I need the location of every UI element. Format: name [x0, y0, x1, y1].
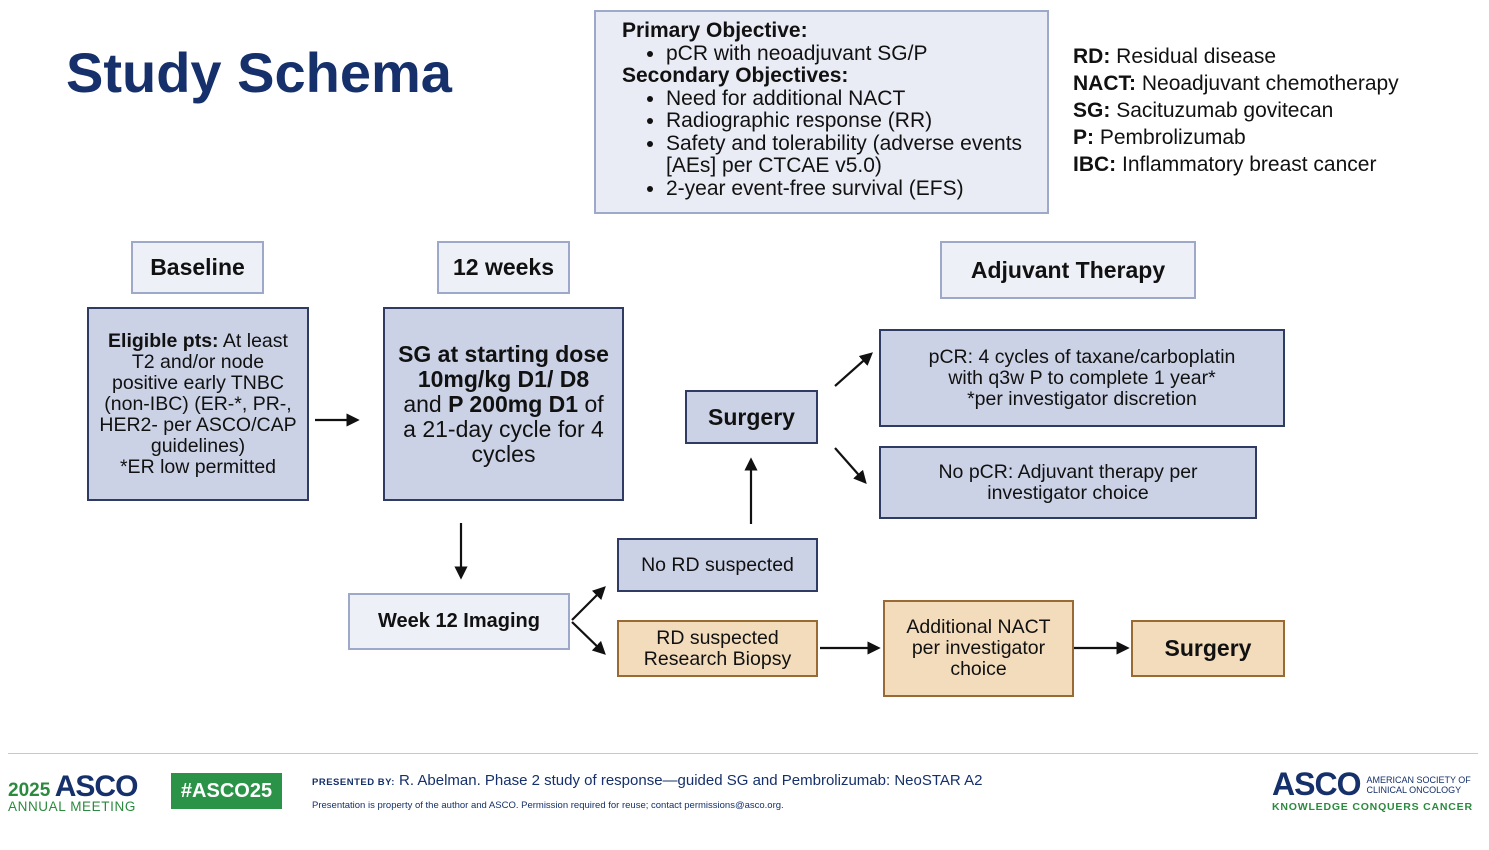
- pcr-text: pCR: 4 cycles of taxane/carboplatin with…: [928, 345, 1236, 389]
- no-pcr-box: No pCR: Adjuvant therapy per investigato…: [879, 446, 1257, 519]
- presenter-text: R. Abelman. Phase 2 study of response—gu…: [399, 772, 983, 789]
- abbreviation-key: IBC:: [1073, 153, 1117, 176]
- treatment-schedule: of a 21-day cycle for 4 cycles: [403, 390, 604, 467]
- rd-suspected-box: RD suspected Research Biopsy: [617, 620, 818, 677]
- asco-tagline: KNOWLEDGE CONQUERS CANCER: [1272, 801, 1473, 813]
- abbreviation-value: Pembrolizumab: [1099, 126, 1246, 149]
- abbreviation-row: RD: Residual disease: [1073, 43, 1399, 70]
- twelve-weeks-header: 12 weeks: [437, 241, 570, 294]
- arrow-imaging-to-no-rd: [571, 586, 606, 621]
- presenter-line: PRESENTED BY: R. Abelman. Phase 2 study …: [312, 772, 982, 789]
- society-name-line: AMERICAN SOCIETY OF: [1366, 774, 1471, 785]
- primary-objective-heading: Primary Objective:: [622, 19, 808, 42]
- treatment-text: SG at starting dose 10mg/kg D1/ D8 and P…: [397, 340, 610, 467]
- adjuvant-therapy-header: Adjuvant Therapy: [940, 241, 1196, 299]
- objectives-box: Primary Objective: pCR with neoadjuvant …: [594, 10, 1049, 214]
- arrow-imaging-to-rd: [571, 621, 606, 655]
- week-12-imaging-box: Week 12 Imaging: [348, 593, 570, 650]
- treatment-sg-dose: SG at starting dose 10mg/kg D1/ D8: [398, 340, 609, 392]
- presented-by-label: PRESENTED BY:: [312, 777, 395, 788]
- final-surgery-box: Surgery: [1131, 620, 1285, 677]
- abbreviation-value: Neoadjuvant chemotherapy: [1141, 72, 1399, 95]
- primary-objective-list: pCR with neoadjuvant SG/P: [622, 42, 1029, 66]
- abbreviation-row: IBC: Inflammatory breast cancer: [1073, 151, 1399, 178]
- eligibility-criteria: At least T2 and/or node positive early T…: [99, 329, 297, 457]
- baseline-header: Baseline: [131, 241, 264, 294]
- abbreviation-row: P: Pembrolizumab: [1073, 124, 1399, 151]
- primary-objective-item: pCR with neoadjuvant SG/P: [666, 42, 1029, 66]
- pcr-box: pCR: 4 cycles of taxane/carboplatin with…: [879, 329, 1285, 427]
- hashtag-badge: #ASCO25: [171, 773, 282, 809]
- copyright-notice: Presentation is property of the author a…: [312, 800, 784, 811]
- arrow-surgery-to-no-pcr: [834, 447, 867, 484]
- treatment-box: SG at starting dose 10mg/kg D1/ D8 and P…: [383, 307, 624, 501]
- pcr-note: *per investigator discretion: [967, 387, 1197, 410]
- eligibility-box: Eligible pts: At least T2 and/or node po…: [87, 307, 309, 501]
- abbreviation-value: Inflammatory breast cancer: [1122, 153, 1377, 176]
- additional-nact-box: Additional NACT per investigator choice: [883, 600, 1074, 697]
- abbreviations-legend: RD: Residual disease NACT: Neoadjuvant c…: [1073, 43, 1399, 178]
- secondary-objective-item: Radiographic response (RR): [666, 109, 1029, 133]
- secondary-objective-item: Safety and tolerability (adverse events …: [666, 132, 1029, 178]
- meeting-subtitle: ANNUAL MEETING: [8, 799, 136, 814]
- abbreviation-value: Residual disease: [1116, 45, 1277, 68]
- surgery-box: Surgery: [685, 390, 818, 444]
- abbreviation-row: NACT: Neoadjuvant chemotherapy: [1073, 70, 1399, 97]
- eligibility-note: *ER low permitted: [119, 455, 277, 478]
- abbreviation-key: RD:: [1073, 45, 1111, 68]
- treatment-p-dose: P 200mg D1: [448, 390, 579, 417]
- eligibility-text: Eligible pts: At least T2 and/or node po…: [99, 329, 297, 457]
- asco-wordmark: ASCO: [1272, 766, 1361, 802]
- society-name-line: CLINICAL ONCOLOGY: [1366, 784, 1462, 795]
- secondary-objectives-list: Need for additional NACT Radiographic re…: [622, 87, 1029, 201]
- abbreviation-key: NACT:: [1073, 72, 1136, 95]
- meeting-asco-wordmark: ASCO: [54, 770, 139, 803]
- asco-society-logo: ASCO AMERICAN SOCIETY OF CLINICAL ONCOLO…: [1272, 766, 1473, 813]
- eligibility-label: Eligible pts:: [108, 329, 219, 352]
- meeting-year: 2025: [8, 780, 51, 801]
- arrow-surgery-to-pcr: [834, 352, 873, 387]
- annual-meeting-logo: 2025 ASCO ANNUAL MEETING: [8, 770, 139, 814]
- abbreviation-key: P:: [1073, 126, 1094, 149]
- footer-divider: [8, 753, 1478, 754]
- secondary-objective-item: 2-year event-free survival (EFS): [666, 177, 1029, 201]
- abbreviation-row: SG: Sacituzumab govitecan: [1073, 97, 1399, 124]
- secondary-objectives-heading: Secondary Objectives:: [622, 64, 849, 87]
- abbreviation-value: Sacituzumab govitecan: [1116, 99, 1334, 122]
- no-rd-suspected-box: No RD suspected: [617, 538, 818, 592]
- abbreviation-key: SG:: [1073, 99, 1111, 122]
- secondary-objective-item: Need for additional NACT: [666, 87, 1029, 111]
- page-title: Study Schema: [66, 41, 452, 104]
- society-name: AMERICAN SOCIETY OF CLINICAL ONCOLOGY: [1366, 775, 1470, 795]
- treatment-conjunction: and: [403, 390, 442, 417]
